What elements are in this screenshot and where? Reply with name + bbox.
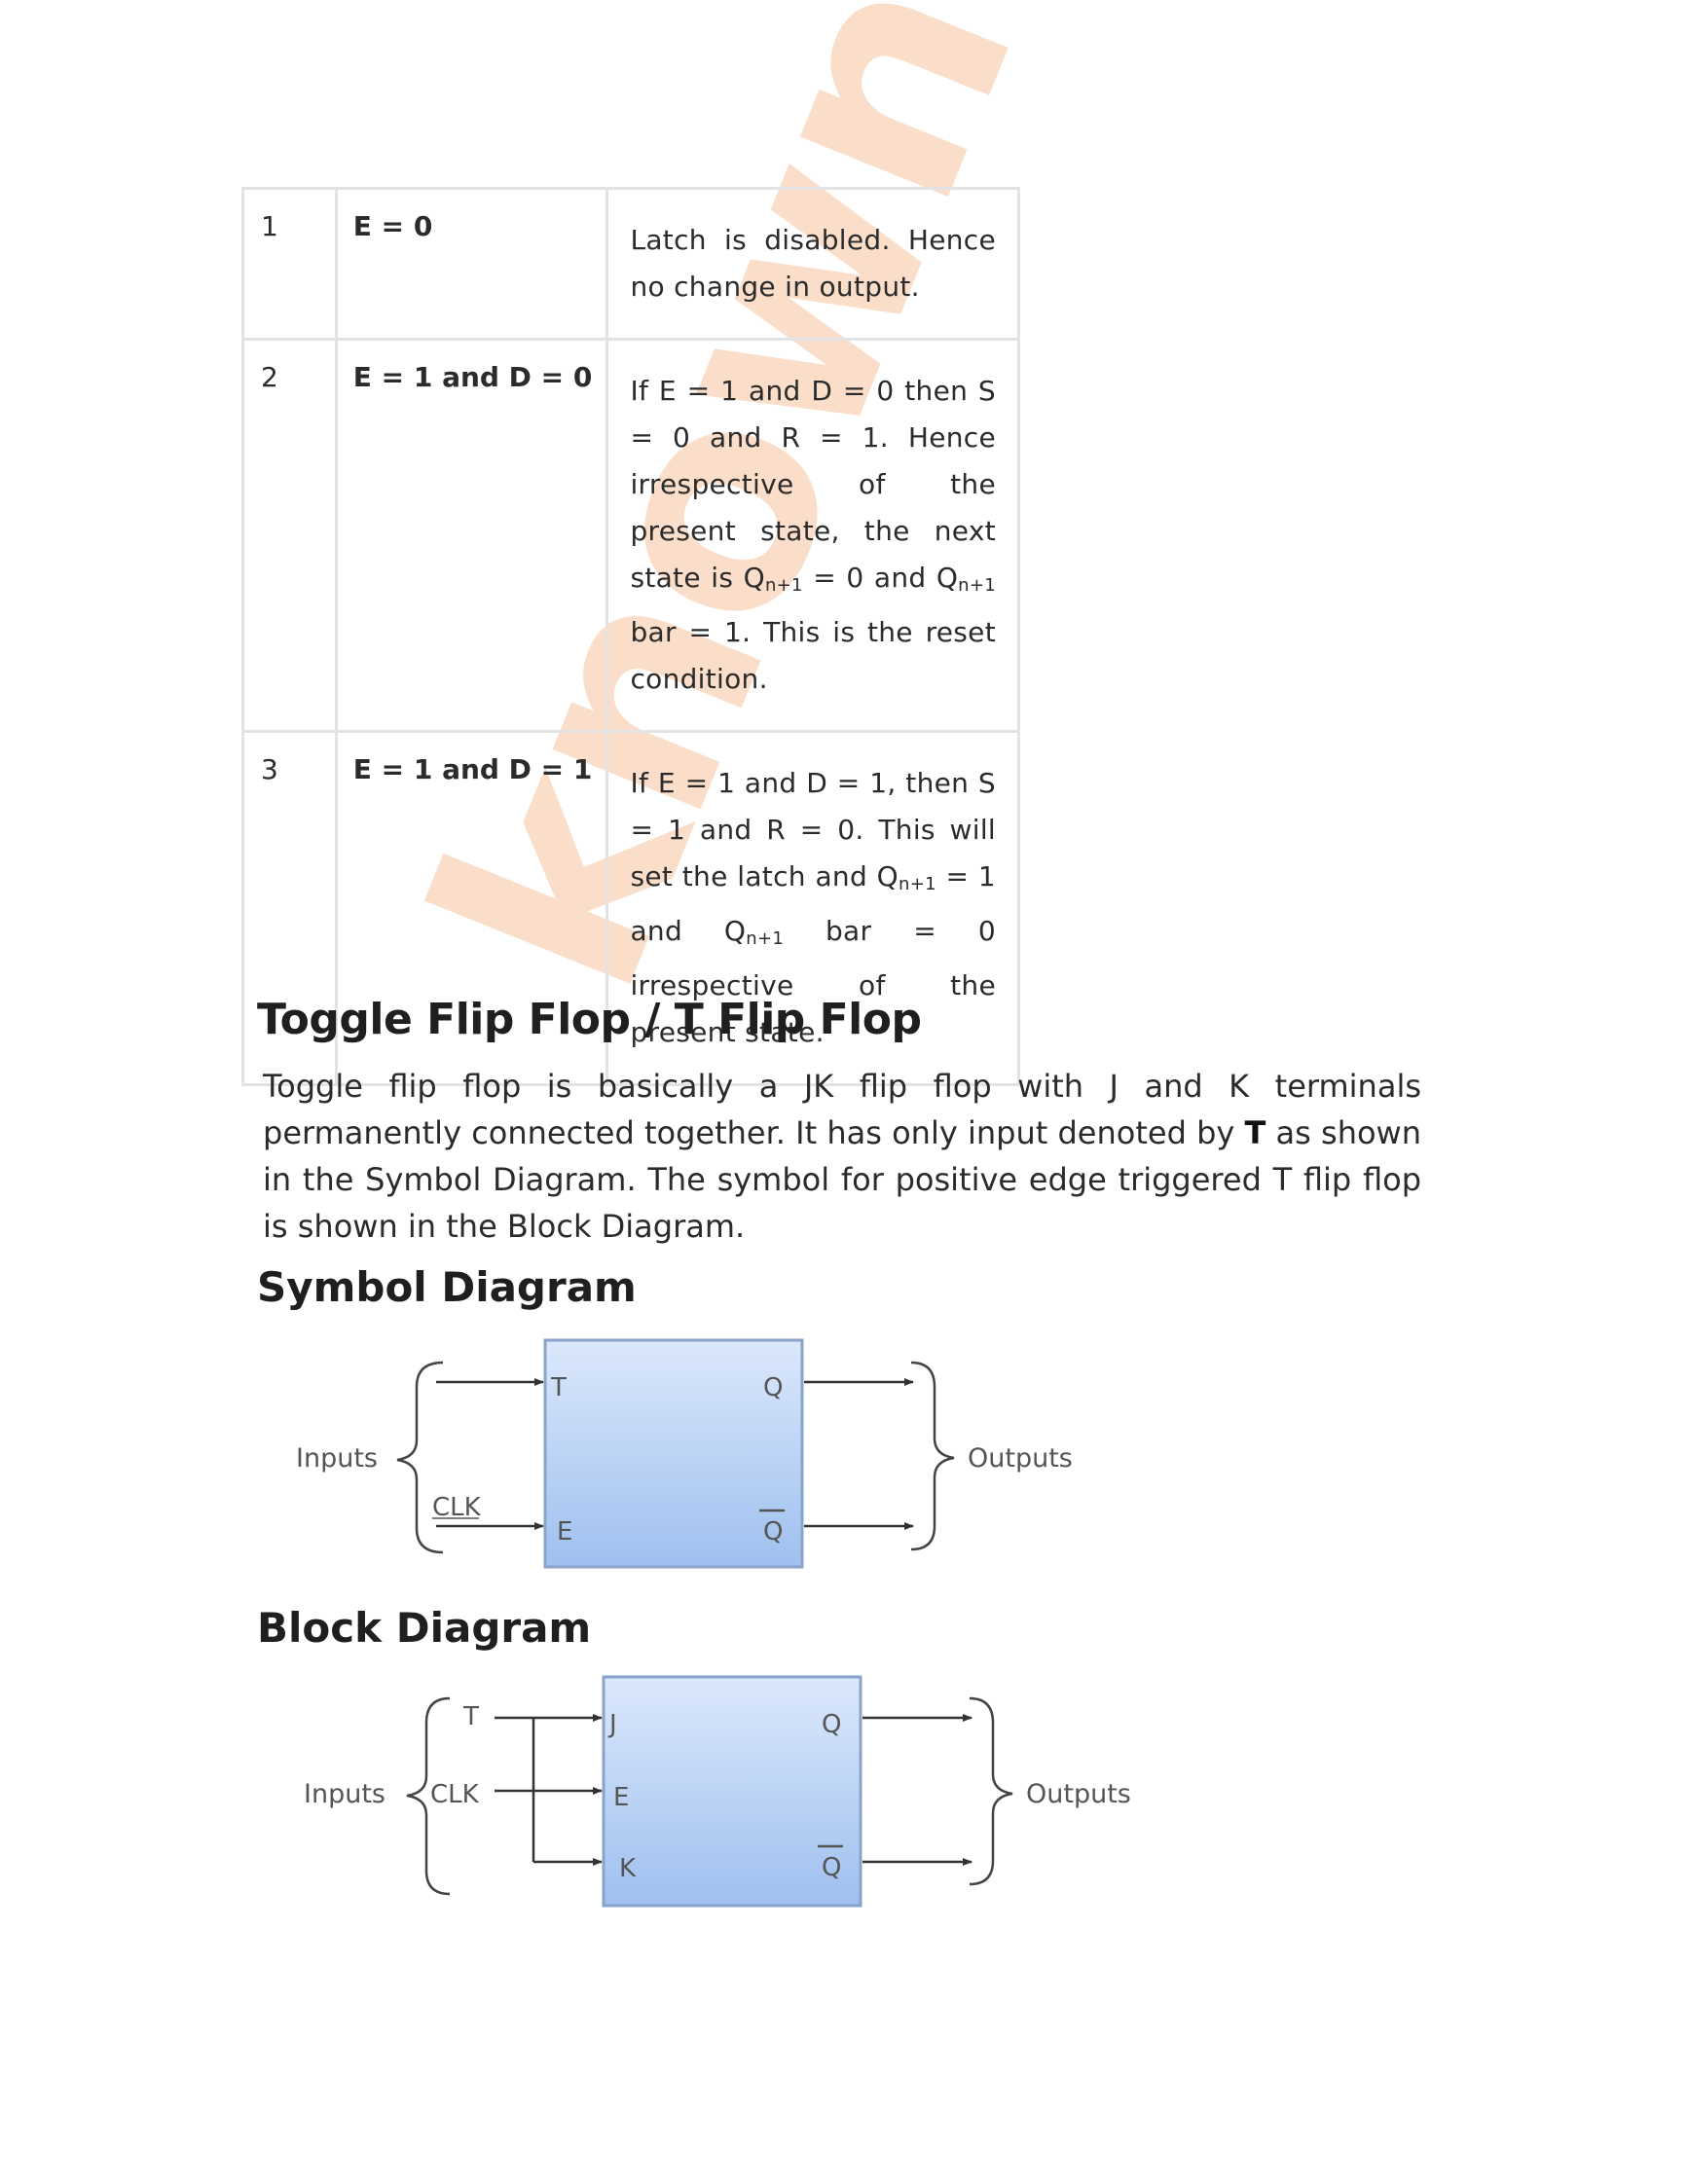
pin-qbar-label: Q [763,1517,783,1547]
row-number: 3 [261,753,278,785]
body-bold-term: T [1244,1114,1266,1151]
block-diagram-heading: Block Diagram [257,1604,592,1652]
row-condition: E = 1 and D = 1 [352,753,593,785]
clk-label: CLK [432,1493,482,1522]
outputs-brace [969,1696,1013,1886]
table-row: 1 E = 0 Latch is disabled. Hence no chan… [241,187,1020,341]
clk-label: CLK [430,1780,480,1809]
pin-q-label: Q [822,1710,841,1739]
outputs-label: Outputs [968,1443,1073,1474]
symbol-diagram-heading: Symbol Diagram [257,1263,637,1311]
row-condition: E = 0 [352,210,433,242]
table-row: 3 E = 1 and D = 1 If E = 1 and D = 1, th… [241,730,1020,1086]
outputs-brace [910,1361,955,1551]
inputs-label: Inputs [304,1779,385,1809]
pin-qbar-label: Q [822,1853,841,1882]
subscript: n+1 [958,575,997,596]
t-label: T [462,1702,479,1731]
subscript: n+1 [764,575,803,596]
inputs-brace [406,1696,451,1896]
inputs-brace [396,1361,444,1554]
latch-truth-table: 1 E = 0 Latch is disabled. Hence no chan… [241,187,1020,1086]
block-diagram: Inputs T CLK J E K Q Q Outputs [304,1675,1131,1908]
body-text: Toggle flip flop is basically a JK flip … [263,1068,1421,1151]
subscript: n+1 [746,928,785,949]
pin-e-label: E [557,1517,572,1547]
pin-e-label: E [613,1783,629,1812]
section-title: Toggle Flip Flop / T Flip Flop [257,995,922,1044]
symbol-diagram: Inputs CLK T E Q Q Outputs [296,1338,1073,1569]
flip-flop-box [543,1338,804,1569]
row-description: If E = 1 and D = 1, then S = 1 and R = 0… [630,767,996,1048]
section-body: Toggle flip flop is basically a JK flip … [263,1063,1421,1250]
outputs-label: Outputs [1026,1779,1131,1809]
pin-q-label: Q [763,1373,783,1402]
table-row: 2 E = 1 and D = 0 If E = 1 and D = 0 the… [241,338,1020,733]
flip-flop-box [602,1675,862,1908]
row-description: If E = 1 and D = 0 then S = 0 and R = 1.… [630,375,997,695]
row-condition: E = 1 and D = 0 [352,361,593,393]
pin-k-label: K [619,1854,637,1883]
body-text-end: as shown in the Symbol Diagram. The symb… [263,1114,1422,1245]
subscript: n+1 [899,874,936,894]
inputs-label: Inputs [296,1443,378,1474]
row-description: Latch is disabled. Hence no change in ou… [630,224,996,303]
row-number: 2 [261,361,278,393]
row-number: 1 [261,210,278,242]
pin-j-label: J [607,1710,617,1739]
pin-t-label: T [550,1373,567,1402]
